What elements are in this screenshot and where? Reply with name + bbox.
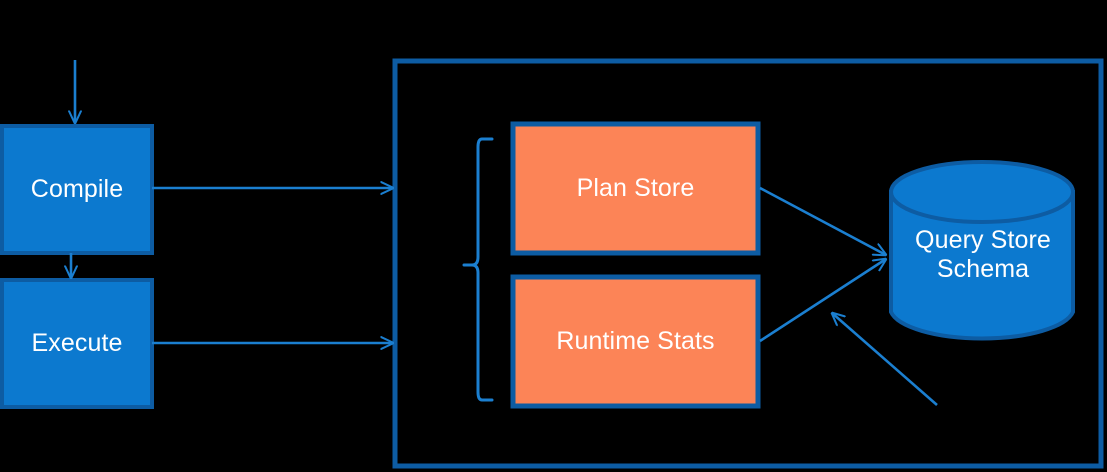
connector-plan-store-to-schema xyxy=(759,186,886,255)
connector-external-to-schema xyxy=(832,313,938,406)
store-brace xyxy=(462,137,494,402)
compile-box[interactable] xyxy=(0,124,154,255)
execute-box[interactable] xyxy=(0,278,154,409)
runtime-stats-box[interactable] xyxy=(510,274,761,409)
query-store-container xyxy=(392,58,1104,469)
plan-store-box[interactable] xyxy=(510,121,761,256)
query-store-cylinder[interactable] xyxy=(889,160,1075,341)
connector-runtime-stats-to-schema xyxy=(759,259,886,343)
